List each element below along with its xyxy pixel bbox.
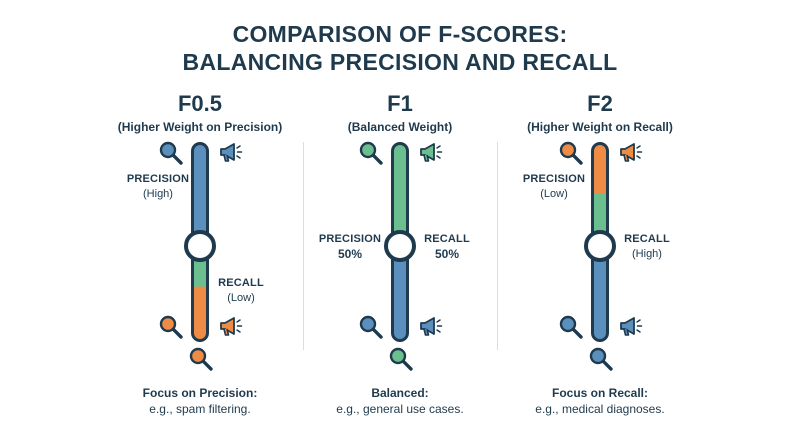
precision-label-value: (High) bbox=[143, 188, 173, 200]
magnifier-icon bbox=[358, 140, 384, 166]
recall-label-value: (Low) bbox=[227, 292, 255, 304]
recall-label-key: RECALL bbox=[424, 233, 470, 245]
slider-segment bbox=[594, 145, 606, 194]
megaphone-icon bbox=[618, 314, 644, 340]
column-f05: F0.5 (Higher Weight on Precision) PRECIS… bbox=[80, 0, 320, 447]
slider-knob bbox=[384, 230, 416, 262]
magnifier-icon bbox=[588, 346, 614, 372]
column-divider-2 bbox=[497, 142, 498, 350]
focus-example: e.g., medical diagnoses. bbox=[535, 402, 665, 416]
column-subtitle: (Higher Weight on Precision) bbox=[117, 120, 283, 134]
megaphone-icon bbox=[218, 140, 244, 166]
precision-label: PRECISION 50% bbox=[314, 232, 386, 262]
column-header: F0.5 (Higher Weight on Precision) bbox=[80, 92, 320, 136]
precision-label-value: 50% bbox=[337, 247, 363, 261]
column-subtitle: (Balanced Weight) bbox=[347, 120, 453, 134]
column-name: F1 bbox=[387, 91, 413, 116]
column-f2: F2 (Higher Weight on Recall) PRECISION (… bbox=[480, 0, 720, 447]
slider-segment bbox=[594, 236, 606, 339]
focus-example: e.g., spam filtering. bbox=[149, 402, 251, 416]
recall-label-key: RECALL bbox=[218, 277, 264, 289]
magnifier-icon bbox=[188, 346, 214, 372]
slider-segment bbox=[194, 286, 206, 339]
precision-label-value: (Low) bbox=[540, 188, 568, 200]
column-footer: Focus on Precision: e.g., spam filtering… bbox=[80, 385, 320, 417]
slider-segment bbox=[194, 261, 206, 288]
precision-label-key: PRECISION bbox=[318, 233, 382, 245]
slider-knob bbox=[584, 230, 616, 262]
title-line-1: COMPARISON OF F-SCORES: bbox=[232, 21, 568, 47]
column-header: F1 (Balanced Weight) bbox=[280, 92, 520, 136]
page-title: COMPARISON OF F-SCORES: BALANCING PRECIS… bbox=[0, 20, 800, 76]
focus-title: Balanced: bbox=[371, 386, 429, 400]
recall-label-key: RECALL bbox=[624, 233, 670, 245]
megaphone-icon bbox=[418, 314, 444, 340]
recall-label: RECALL (Low) bbox=[206, 276, 276, 306]
magnifier-icon bbox=[158, 140, 184, 166]
column-subtitle: (Higher Weight on Recall) bbox=[527, 120, 673, 134]
slider-segment bbox=[394, 145, 406, 243]
precision-label-key: PRECISION bbox=[522, 173, 586, 185]
slider-segment bbox=[394, 242, 406, 339]
column-divider-1 bbox=[303, 142, 304, 350]
recall-label-value: (High) bbox=[632, 248, 662, 260]
magnifier-icon bbox=[158, 314, 184, 340]
focus-title: Focus on Recall: bbox=[551, 386, 649, 400]
magnifier-icon bbox=[358, 314, 384, 340]
column-name: F2 bbox=[587, 91, 613, 116]
title-line-2: BALANCING PRECISION AND RECALL bbox=[182, 49, 618, 75]
megaphone-icon bbox=[418, 140, 444, 166]
column-name: F0.5 bbox=[177, 91, 223, 116]
focus-title: Focus on Precision: bbox=[142, 386, 258, 400]
precision-label: PRECISION (Low) bbox=[518, 172, 590, 202]
column-f1: F1 (Balanced Weight) PRECISION 50% RECAL… bbox=[280, 0, 520, 447]
recall-label: RECALL 50% bbox=[414, 232, 480, 262]
magnifier-icon bbox=[558, 140, 584, 166]
slider-segment bbox=[594, 193, 606, 237]
precision-label: PRECISION (High) bbox=[122, 172, 194, 202]
magnifier-icon bbox=[558, 314, 584, 340]
slider-knob bbox=[184, 230, 216, 262]
column-footer: Focus on Recall: e.g., medical diagnoses… bbox=[480, 385, 720, 417]
magnifier-icon bbox=[388, 346, 414, 372]
column-header: F2 (Higher Weight on Recall) bbox=[480, 92, 720, 136]
recall-label: RECALL (High) bbox=[614, 232, 680, 262]
precision-label-key: PRECISION bbox=[126, 173, 190, 185]
column-footer: Balanced: e.g., general use cases. bbox=[280, 385, 520, 417]
megaphone-icon bbox=[618, 140, 644, 166]
recall-label-value: 50% bbox=[434, 247, 460, 261]
focus-example: e.g., general use cases. bbox=[336, 402, 464, 416]
megaphone-icon bbox=[218, 314, 244, 340]
